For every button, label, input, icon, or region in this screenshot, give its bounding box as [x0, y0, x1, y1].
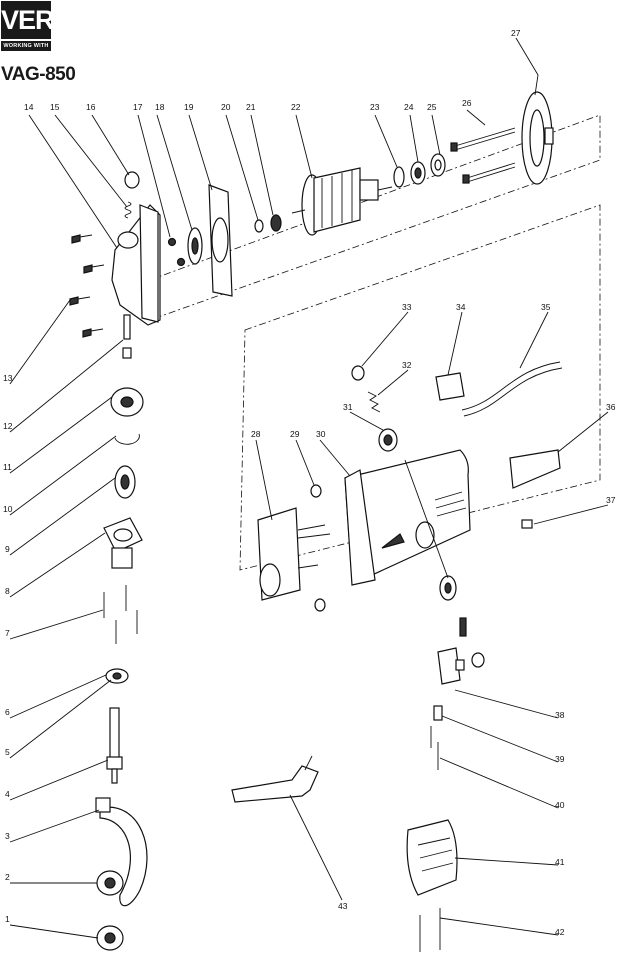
callout-14: 14 — [24, 102, 34, 112]
part-36-cord-protector — [509, 449, 561, 489]
callout-19: 19 — [184, 102, 194, 112]
part-brush-assembly — [439, 575, 485, 668]
callout-18: 18 — [155, 102, 165, 112]
part-43-side-handle — [231, 755, 319, 803]
callout-29: 29 — [290, 429, 300, 439]
part-16-lock-button — [124, 171, 140, 189]
part-34-sleeve — [435, 372, 465, 401]
part-24-bearing — [410, 161, 426, 185]
part-5-spindle — [106, 707, 123, 784]
callout-30: 30 — [316, 429, 326, 439]
callout-36: 36 — [606, 402, 616, 412]
callout-10: 10 — [3, 504, 13, 514]
part-20-washer — [254, 219, 264, 233]
callout-28: 28 — [251, 429, 261, 439]
callout-38: 38 — [555, 710, 565, 720]
part-18-bearing — [187, 227, 203, 265]
callout-3: 3 — [5, 831, 10, 841]
callout-23: 23 — [370, 102, 380, 112]
part-9-bearing — [114, 465, 136, 499]
callout-24: 24 — [404, 102, 414, 112]
callout-13: 13 — [3, 373, 13, 383]
part-28-stator — [257, 507, 331, 601]
part-2-inner-flange — [96, 870, 124, 896]
callout-22: 22 — [291, 102, 301, 112]
part-15-spring — [124, 201, 132, 219]
part-1-lock-nut — [96, 925, 124, 951]
callout-42: 42 — [555, 927, 565, 937]
part-3-wheel-guard — [95, 797, 148, 907]
callout-17: 17 — [133, 102, 143, 112]
part-42-screws — [419, 908, 441, 952]
callout-numbers: 1 2 3 4 5 6 7 8 9 10 11 12 13 14 15 16 1… — [3, 28, 616, 937]
part-35-power-cable — [461, 361, 563, 417]
part-27-end-cap — [521, 91, 554, 185]
callout-35: 35 — [541, 302, 551, 312]
callout-39: 39 — [555, 754, 565, 764]
callout-27: 27 — [511, 28, 521, 38]
callout-6: 6 — [5, 707, 10, 717]
callout-34: 34 — [456, 302, 466, 312]
callout-1: 1 — [5, 914, 10, 924]
part-32-brush-spring — [367, 391, 381, 413]
callout-32: 32 — [402, 360, 412, 370]
brand-tagline: WORKING WITH YOU — [1, 41, 51, 59]
callout-5: 5 — [5, 747, 10, 757]
part-38-switch — [437, 647, 465, 685]
part-17-nut — [167, 237, 186, 267]
callout-12: 12 — [3, 421, 13, 431]
part-13-screws — [69, 234, 105, 338]
callout-15: 15 — [50, 102, 60, 112]
part-25-ring — [430, 153, 446, 177]
part-7-screws — [103, 585, 138, 644]
part-6-washer — [105, 668, 129, 684]
part-30-motor-housing — [344, 449, 471, 586]
callout-31: 31 — [343, 402, 353, 412]
callout-7: 7 — [5, 628, 10, 638]
part-29-carbon-rings — [310, 484, 326, 612]
part-41-rear-handle — [406, 819, 458, 896]
housing-assembly-boundary — [239, 204, 601, 571]
callout-16: 16 — [86, 102, 96, 112]
callout-2: 2 — [5, 872, 10, 882]
part-26-long-screws — [450, 127, 516, 184]
part-14-gear-housing — [111, 204, 161, 326]
leader-lines — [9, 37, 609, 939]
callout-9: 9 — [5, 544, 10, 554]
callout-40: 40 — [555, 800, 565, 810]
callout-33: 33 — [402, 302, 412, 312]
callout-26: 26 — [462, 98, 472, 108]
callout-8: 8 — [5, 586, 10, 596]
callout-43: 43 — [338, 901, 348, 911]
part-31-brush-holder — [378, 428, 398, 452]
part-12-pinion — [122, 314, 132, 359]
callout-41: 41 — [555, 857, 565, 867]
part-19-bearing-plate — [208, 184, 233, 297]
part-33-o-ring — [351, 365, 365, 381]
callout-20: 20 — [221, 102, 231, 112]
callout-25: 25 — [427, 102, 437, 112]
part-23-washer — [393, 166, 405, 188]
part-21-fan-nut — [270, 214, 282, 232]
callout-4: 4 — [5, 789, 10, 799]
part-10-retaining-ring — [114, 433, 140, 445]
callout-11: 11 — [3, 462, 12, 472]
part-22-armature — [291, 167, 393, 236]
callout-37: 37 — [606, 495, 616, 505]
part-8-bearing-flange — [103, 517, 143, 569]
part-39-cord-clamp — [430, 705, 443, 748]
part-11-bevel-gear — [110, 387, 144, 417]
callout-21: 21 — [246, 102, 256, 112]
model-number: VAG-850 — [1, 64, 76, 85]
part-37-cable-clamp — [521, 519, 533, 529]
